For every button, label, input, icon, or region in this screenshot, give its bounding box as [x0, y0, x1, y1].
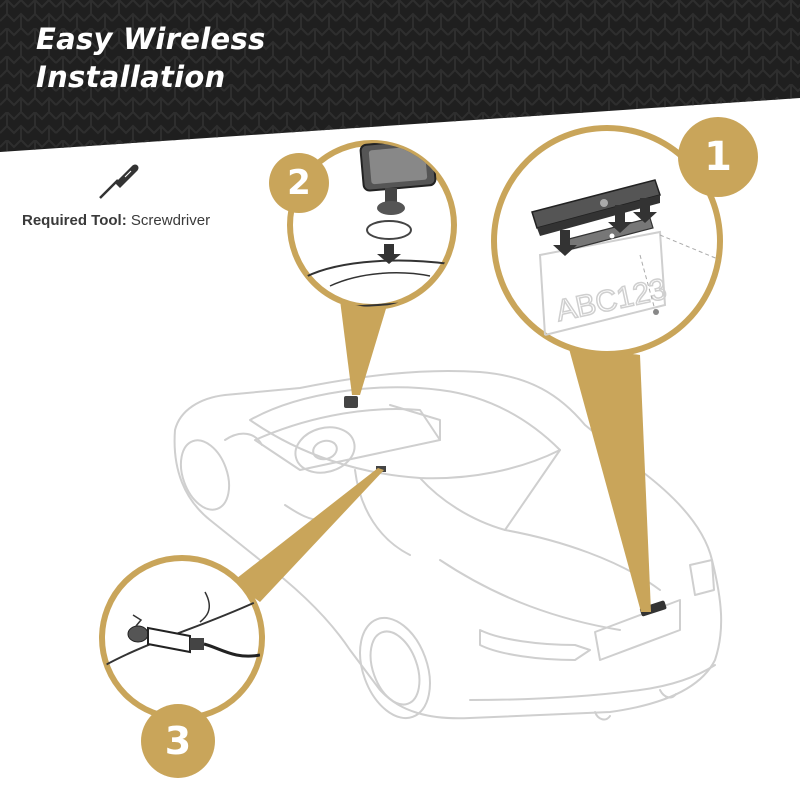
- step-3-badge: [141, 704, 215, 778]
- mounted-monitor-icon: [344, 396, 358, 408]
- required-tool: Required Tool: Screwdriver: [22, 212, 210, 229]
- step-1-number: 1: [704, 134, 732, 180]
- suction-pad-icon: [366, 220, 412, 240]
- arrow-down-icon: [377, 244, 401, 264]
- step-2-number: 2: [287, 163, 311, 203]
- license-plate-camera-icon: [531, 179, 661, 236]
- callout-2-pointer: [340, 300, 388, 395]
- screwdriver-icon: [99, 164, 139, 199]
- car-illustration: [173, 369, 723, 721]
- page-title-line-1: Easy Wireless: [36, 22, 266, 56]
- step-1-badge: [678, 117, 758, 197]
- callout-1: ABC123: [491, 125, 729, 357]
- screw-icon: [723, 261, 729, 267]
- page-title-line-2: Installation: [36, 60, 226, 94]
- header-banner: [0, 0, 800, 152]
- power-adapter-icon: [147, 626, 261, 658]
- callout-1-pointer: [568, 345, 651, 612]
- license-plate-icon: [538, 230, 667, 337]
- mounted-camera-icon: [639, 600, 667, 617]
- step-3-number: 3: [164, 719, 192, 763]
- required-tool-value: Screwdriver: [130, 212, 211, 229]
- callout-3-pointer: [232, 468, 384, 602]
- power-socket-icon: [127, 625, 149, 643]
- required-tool-label: Required Tool:: [22, 212, 127, 229]
- callout-3: [99, 555, 265, 721]
- screw-icon: [653, 309, 659, 315]
- install-arrows: [553, 198, 657, 256]
- step-2-badge: [269, 153, 329, 213]
